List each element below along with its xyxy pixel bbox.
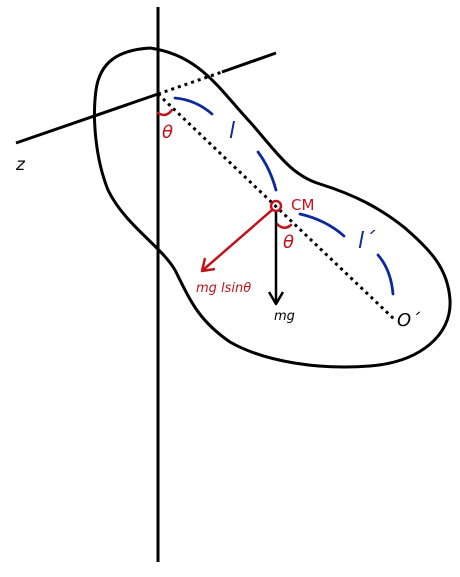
rotation-axis-right	[221, 51, 277, 74]
cm-label: CM	[291, 196, 314, 214]
l-distance-marker-upper	[173, 96, 214, 116]
torque-force-arrowhead	[200, 257, 216, 273]
theta-pivot-arc	[156, 108, 174, 117]
weight-label: mg	[274, 309, 295, 324]
lprime-distance-marker-lower	[376, 253, 395, 296]
rotation-axis-dotted	[157, 70, 223, 96]
theta-cm-label: θ	[283, 232, 294, 253]
lprime-distance-marker-upper	[298, 212, 346, 238]
theta-cm-arc	[275, 222, 293, 229]
weight-vector-arrowhead	[267, 291, 285, 306]
theta-pivot-label: θ	[162, 122, 173, 143]
l-label: l	[229, 119, 235, 144]
l-distance-marker-lower	[256, 150, 278, 192]
pivot-to-oprime-dotted-line	[156, 92, 397, 322]
rigid-body-outline	[93, 46, 452, 369]
oprime-label: O´	[397, 310, 421, 331]
rotation-axis-left	[15, 92, 159, 145]
torque-force-label: mg lsinθ	[196, 281, 251, 296]
torque-force-vector	[202, 209, 273, 271]
lprime-label: l´	[358, 229, 376, 254]
z-axis-label: z	[15, 155, 26, 175]
center-of-mass-marker	[269, 199, 283, 213]
